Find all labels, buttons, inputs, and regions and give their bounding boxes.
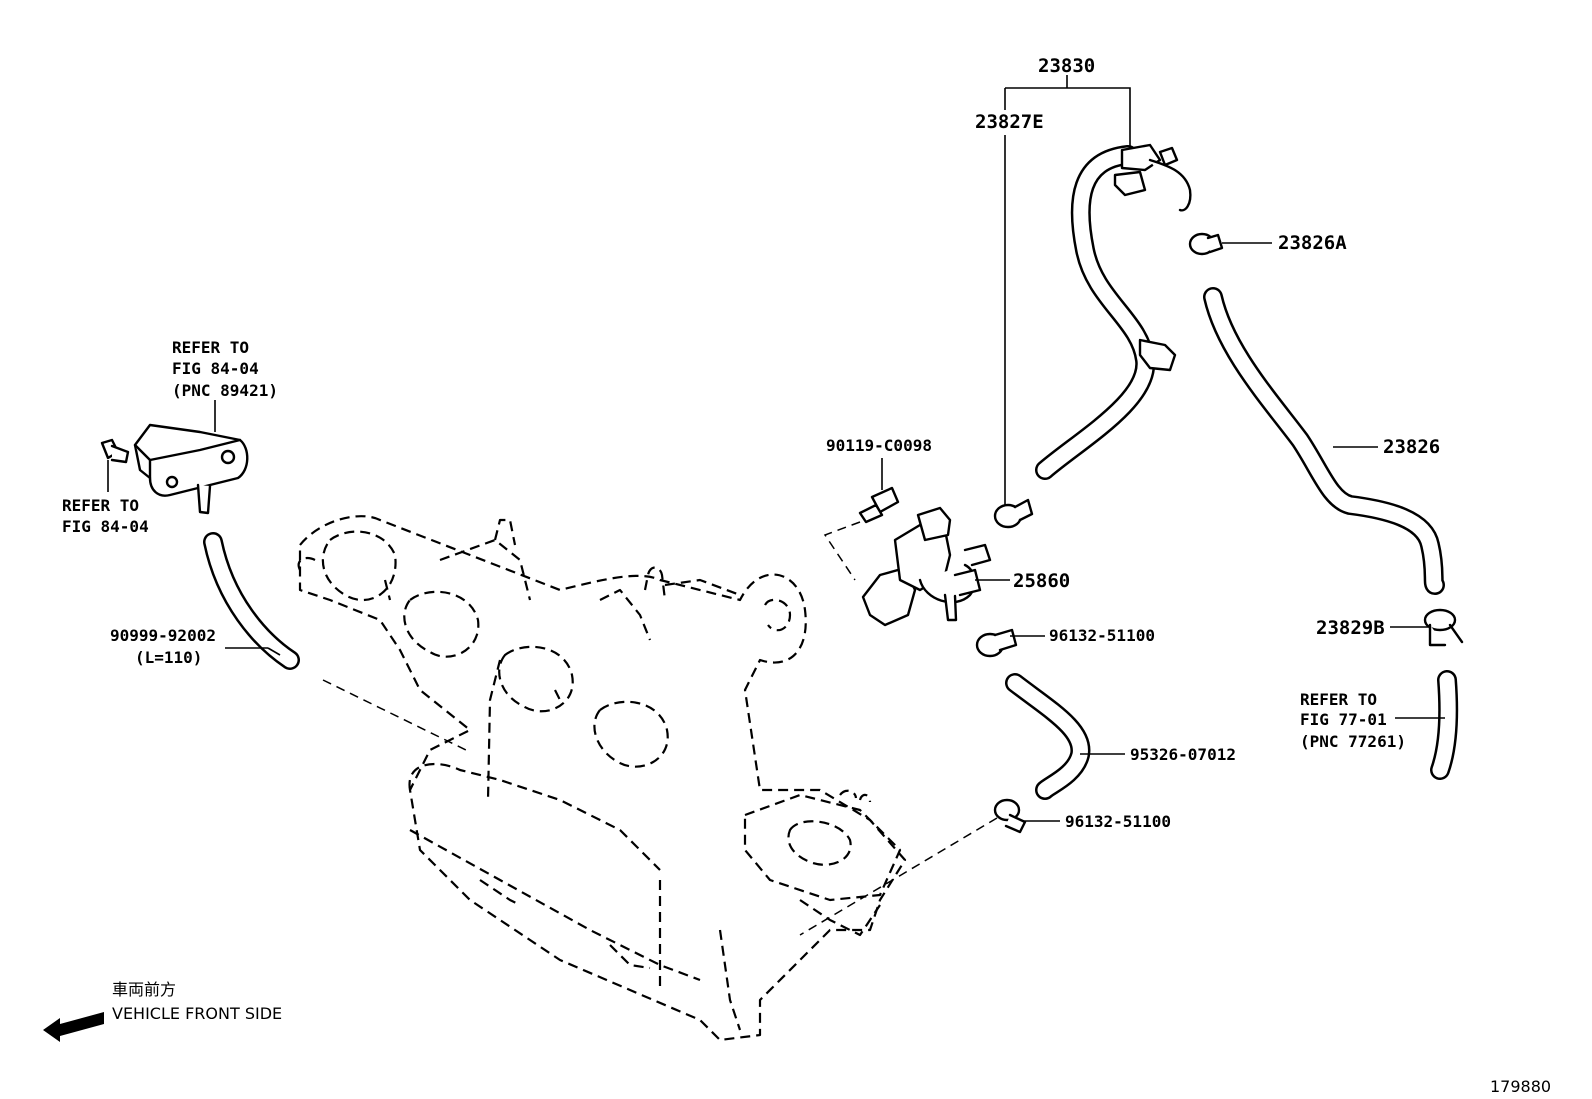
label-90999-length: (L=110) bbox=[135, 648, 202, 667]
label-23829b: 23829B bbox=[1316, 617, 1385, 639]
vehicle-front-jp: 車両前方 bbox=[112, 980, 176, 999]
label-23826a: 23826A bbox=[1278, 232, 1347, 254]
vehicle-front-en: VEHICLE FRONT SIDE bbox=[112, 1004, 282, 1023]
clamp-23829b bbox=[1423, 608, 1464, 647]
figure-id: 179880 bbox=[1490, 1077, 1551, 1096]
bolt-90119 bbox=[858, 486, 900, 524]
label-90119-c0098: 90119-C0098 bbox=[826, 436, 932, 455]
dashed-connections bbox=[322, 521, 998, 936]
vacuum-sensor-assembly bbox=[100, 423, 249, 515]
refer-fig-84-04-a-line3: (PNC 89421) bbox=[172, 381, 278, 400]
label-96132-upper: 96132-51100 bbox=[1049, 626, 1155, 645]
vacuum-switching-valve-25860 bbox=[861, 506, 992, 627]
label-23826: 23826 bbox=[1383, 436, 1440, 458]
label-95326: 95326-07012 bbox=[1130, 745, 1236, 764]
label-96132-lower: 96132-51100 bbox=[1065, 812, 1171, 831]
label-90999-92002: 90999-92002 bbox=[110, 626, 216, 645]
leader-lines bbox=[107, 75, 1445, 822]
label-25860: 25860 bbox=[1013, 570, 1070, 592]
clamp-23827e bbox=[993, 498, 1034, 529]
refer-fig-77-01-line3: (PNC 77261) bbox=[1300, 732, 1406, 751]
clamp-96132-lower bbox=[993, 798, 1027, 834]
refer-fig-84-04-a-line2: FIG 84-04 bbox=[172, 359, 259, 378]
refer-fig-77-01-line1: REFER TO bbox=[1300, 690, 1377, 709]
sensor-hose-90999 bbox=[203, 532, 300, 670]
intake-manifold-phantom bbox=[297, 515, 907, 1042]
label-23830: 23830 bbox=[1038, 55, 1095, 77]
hose-23826 bbox=[1203, 287, 1445, 595]
refer-fig-84-04-b-line1: REFER TO bbox=[62, 496, 139, 515]
label-23827e: 23827E bbox=[975, 111, 1044, 133]
hose-fig-77-01 bbox=[1430, 670, 1459, 780]
refer-fig-84-04-a-line1: REFER TO bbox=[172, 338, 249, 357]
refer-fig-84-04-b-line2: FIG 84-04 bbox=[62, 517, 149, 536]
vehicle-front-arrow-icon bbox=[43, 1012, 104, 1042]
clamp-23826a bbox=[1188, 232, 1224, 256]
clamp-96132-upper bbox=[975, 628, 1018, 658]
hose-95326 bbox=[1005, 673, 1091, 800]
refer-fig-77-01-line2: FIG 77-01 bbox=[1300, 710, 1387, 729]
labels: 23830 23827E 23826A 23826 23829B 25860 9… bbox=[62, 55, 1551, 1096]
hose-23827e bbox=[1035, 143, 1192, 480]
